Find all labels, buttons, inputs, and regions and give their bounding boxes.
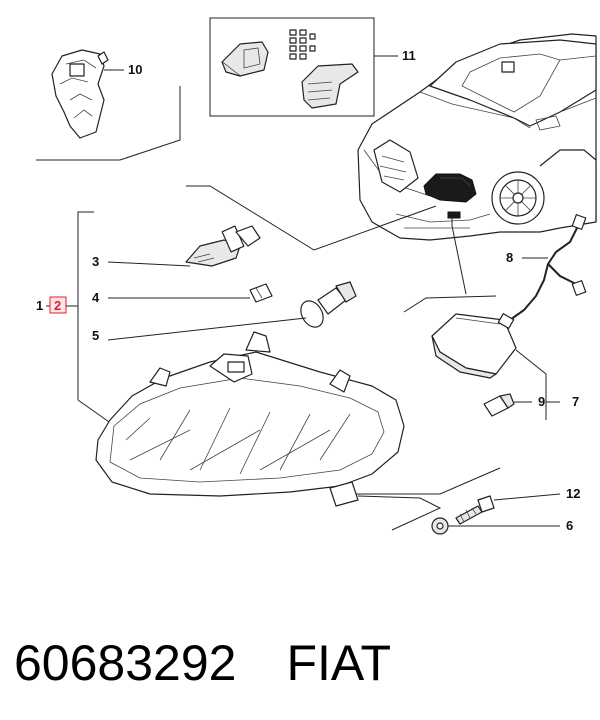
callout-11: 11 <box>402 48 416 63</box>
callout-7: 7 <box>572 394 579 409</box>
washer-part-6 <box>431 517 449 535</box>
bulb-part-3 <box>185 225 261 267</box>
part-footer: 60683292 FIAT <box>14 628 391 698</box>
car-illustration <box>357 33 597 241</box>
part-number: 60683292 <box>14 635 237 691</box>
callout-5: 5 <box>92 328 99 343</box>
screw-part-12 <box>455 495 495 525</box>
kit-part-11 <box>221 29 359 109</box>
bracket-part-10 <box>51 49 109 139</box>
callout-8: 8 <box>506 250 513 265</box>
callout-9: 9 <box>538 394 545 409</box>
callout-1: 1 <box>36 298 43 313</box>
parts-diagram: 10 11 <box>36 17 597 535</box>
bulb-part-9 <box>483 393 515 417</box>
callout-2-highlight <box>49 296 67 314</box>
callout-3: 3 <box>92 254 99 269</box>
callout-12: 12 <box>566 486 580 501</box>
headlamp-assembly <box>95 331 405 507</box>
bulb-part-4 <box>249 283 273 303</box>
callout-10: 10 <box>128 62 142 77</box>
bulb-part-5 <box>300 281 357 328</box>
brand-name: FIAT <box>286 635 392 691</box>
kit-box-part-11 <box>209 17 375 117</box>
callout-4: 4 <box>92 290 100 305</box>
callout-6: 6 <box>566 518 573 533</box>
harness-part-8 <box>497 214 587 329</box>
callout-2: 2 <box>54 298 61 313</box>
side-lamp-part-7 <box>431 313 517 379</box>
